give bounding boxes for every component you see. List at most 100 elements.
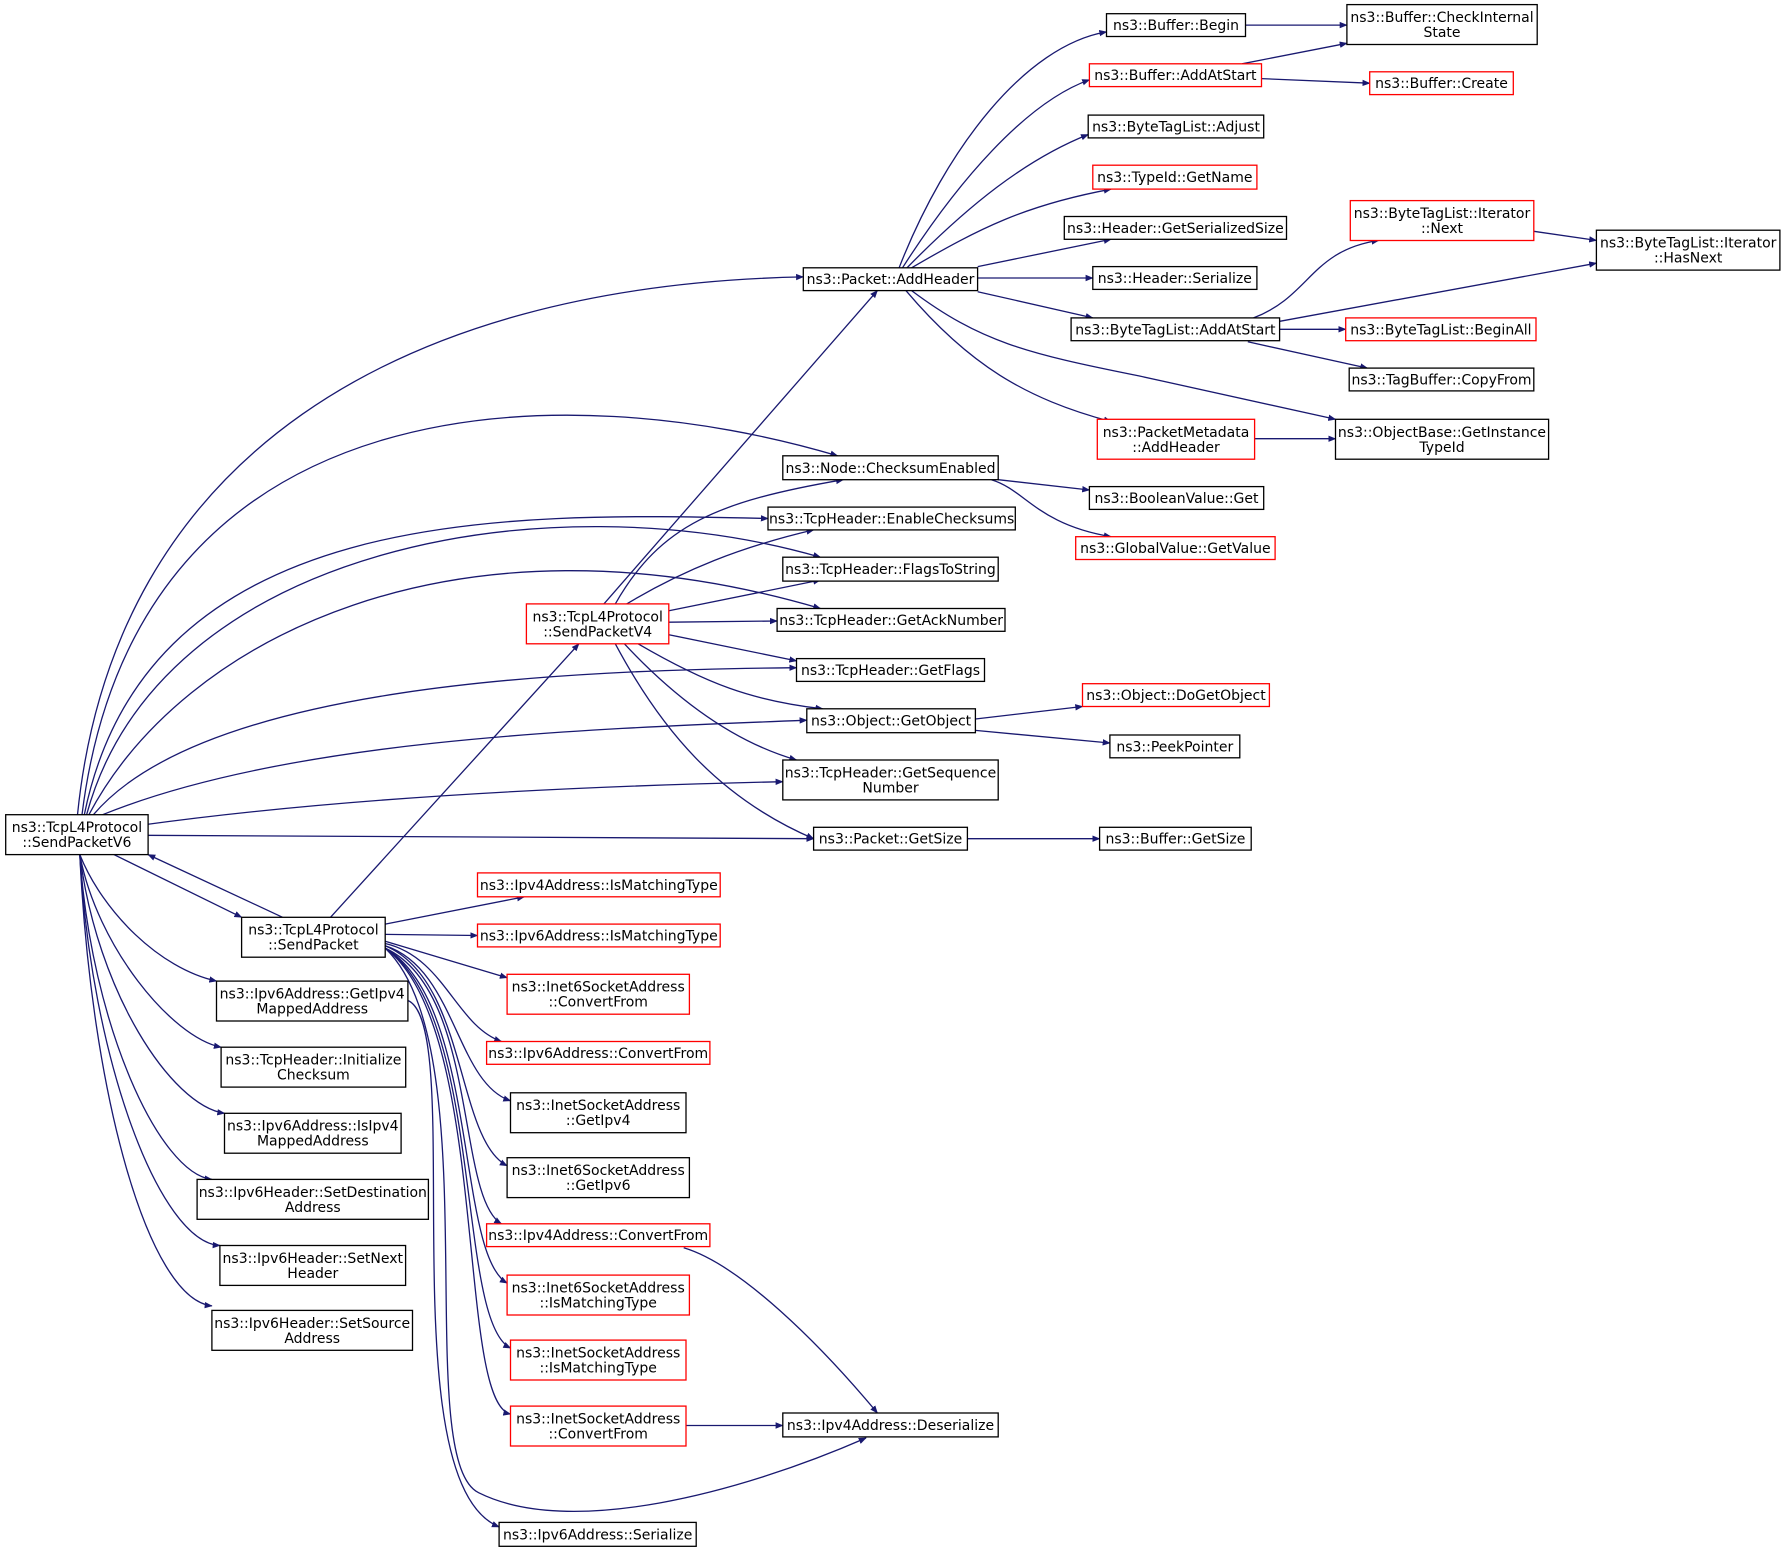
node-label: ns3::TcpL4Protocol: [248, 923, 378, 939]
node-headerGetSerSize[interactable]: ns3::Header::GetSerializedSize: [1063, 215, 1288, 240]
node-label: ns3::ByteTagList::Iterator: [1600, 236, 1777, 252]
node-inet6IsMatching[interactable]: ns3::Inet6SocketAddress::IsMatchingType: [506, 1274, 691, 1316]
node-enableChecksums[interactable]: ns3::TcpHeader::EnableChecksums: [767, 506, 1016, 531]
node-label: ns3::InetSocketAddress: [516, 1412, 680, 1428]
node-bufferCreate[interactable]: ns3::Buffer::Create: [1369, 71, 1514, 96]
edge-sendPacket-to-inetConvertFrom: [384, 947, 512, 1416]
edge-root-to-packetGetSize: [142, 834, 815, 842]
node-label: ns3::BooleanValue::Get: [1094, 491, 1259, 507]
node-label: ::SendPacketV6: [22, 835, 131, 851]
node-btlAddAtStart[interactable]: ns3::ByteTagList::AddAtStart: [1070, 317, 1281, 342]
node-label: ns3::Buffer::CheckInternal: [1350, 10, 1533, 26]
node-inetIsMatching[interactable]: ns3::InetSocketAddress::IsMatchingType: [509, 1339, 687, 1381]
node-getObject[interactable]: ns3::Object::GetObject: [806, 708, 977, 734]
node-label: ns3::TcpHeader::FlagsToString: [785, 562, 996, 578]
node-headerSerialize[interactable]: ns3::Header::Serialize: [1092, 265, 1258, 291]
edge-root-to-getSeqNumber: [142, 778, 784, 826]
node-btlAdjust[interactable]: ns3::ByteTagList::Adjust: [1087, 114, 1265, 139]
node-label: ::GetIpv4: [566, 1113, 631, 1129]
node-btlIterNext[interactable]: ns3::ByteTagList::Iterator::Next: [1349, 199, 1535, 242]
edge-sendPacket-to-ipv6IsMatching: [385, 932, 479, 939]
node-btlIterHasNext[interactable]: ns3::ByteTagList::Iterator::HasNext: [1595, 229, 1781, 271]
node-btlBeginAll[interactable]: ns3::ByteTagList::BeginAll: [1345, 317, 1537, 342]
node-box: [220, 1046, 407, 1088]
node-box: [509, 1339, 687, 1381]
node-ipv6Serialize[interactable]: ns3::Ipv6Address::Serialize: [498, 1521, 697, 1547]
edge-root-to-flagsToString: [85, 525, 822, 815]
node-label: ns3::TcpL4Protocol: [533, 609, 663, 625]
node-label: ns3::Ipv4Address::ConvertFrom: [488, 1228, 708, 1244]
edge-getObject-to-peekPointer: [975, 729, 1111, 746]
node-box: [215, 980, 409, 1022]
node-ipv4ConvertFrom[interactable]: ns3::Ipv4Address::ConvertFrom: [485, 1223, 711, 1248]
node-inet6GetIpv6[interactable]: ns3::Inet6SocketAddress::GetIpv6: [506, 1157, 691, 1199]
edge-addHeader-to-btlAdjust: [906, 133, 1089, 269]
node-label: ns3::Packet::GetSize: [819, 832, 962, 848]
node-sendPacketV4[interactable]: ns3::TcpL4Protocol::SendPacketV4: [525, 603, 670, 645]
edge-sendPacketV4-to-enableChecksums: [626, 528, 815, 605]
node-label: ::ConvertFrom: [548, 1427, 647, 1443]
node-getFlags[interactable]: ns3::TcpHeader::GetFlags: [795, 657, 986, 683]
node-ipv4IsMatching[interactable]: ns3::Ipv4Address::IsMatchingType: [476, 872, 721, 898]
node-addHeader[interactable]: ns3::Packet::AddHeader: [802, 267, 979, 292]
node-label: ::IsMatchingType: [540, 1296, 657, 1312]
node-bufferAddAtStart[interactable]: ns3::Buffer::AddAtStart: [1088, 63, 1263, 88]
edge-root-to-initChecksum: [79, 854, 222, 1049]
node-tagBufferCopyFrom[interactable]: ns3::TagBuffer::CopyFrom: [1348, 367, 1535, 392]
node-box: [506, 973, 691, 1015]
node-ipv6ConvertFrom[interactable]: ns3::Ipv6Address::ConvertFrom: [485, 1040, 711, 1065]
edge-root-to-getAckNumber: [88, 570, 822, 816]
node-bufferGetSize[interactable]: ns3::Buffer::GetSize: [1098, 826, 1252, 851]
node-globalValueGetValue[interactable]: ns3::GlobalValue::GetValue: [1075, 536, 1276, 561]
node-label: MappedAddress: [257, 1134, 369, 1150]
node-inetConvertFrom[interactable]: ns3::InetSocketAddress::ConvertFrom: [509, 1405, 687, 1447]
node-getAckNumber[interactable]: ns3::TcpHeader::GetAckNumber: [776, 607, 1006, 632]
node-typeIdGetName[interactable]: ns3::TypeId::GetName: [1092, 164, 1258, 190]
edge-root-to-getObject: [102, 717, 808, 816]
node-root[interactable]: ns3::TcpL4Protocol::SendPacketV6: [5, 814, 149, 856]
node-box: [1105, 13, 1247, 38]
node-label: ns3::TypeId::GetName: [1097, 170, 1252, 186]
node-peekPointer[interactable]: ns3::PeekPointer: [1109, 734, 1241, 759]
node-box: [525, 603, 670, 645]
node-label: ns3::Buffer::AddAtStart: [1094, 68, 1257, 84]
node-inetGetIpv4[interactable]: ns3::InetSocketAddress::GetIpv4: [509, 1092, 687, 1134]
node-sendPacket[interactable]: ns3::TcpL4Protocol::SendPacket: [240, 916, 386, 958]
edge-sendPacket-to-inetIsMatching: [384, 947, 512, 1349]
node-boolValueGet[interactable]: ns3::BooleanValue::Get: [1088, 485, 1265, 511]
node-label: ns3::PacketMetadata: [1103, 425, 1250, 441]
edge-sendPacketV4-to-getSeqNumber: [623, 643, 798, 762]
node-label: ns3::ByteTagList::Iterator: [1354, 206, 1531, 222]
node-packetGetSize[interactable]: ns3::Packet::GetSize: [812, 826, 969, 851]
node-pmAddHeader[interactable]: ns3::PacketMetadata::AddHeader: [1096, 418, 1256, 460]
edge-btlAddAtStart-to-btlIterNext: [1253, 238, 1380, 319]
node-bufferBegin[interactable]: ns3::Buffer::Begin: [1105, 13, 1247, 38]
node-inet6ConvertFrom[interactable]: ns3::Inet6SocketAddress::ConvertFrom: [506, 973, 691, 1015]
edge-root-to-setNext: [79, 854, 221, 1249]
edge-sendPacket-to-ipv4ConvertFrom: [384, 947, 503, 1225]
edge-bufferAddAtStart-to-bufferCreate: [1261, 77, 1371, 87]
node-flagsToString[interactable]: ns3::TcpHeader::FlagsToString: [782, 556, 999, 582]
node-box: [1081, 683, 1271, 708]
node-box: [1070, 317, 1281, 342]
edge-checksumEnabled-to-globalValueGetValue: [991, 479, 1112, 539]
edge-sendPacket-to-inet6ConvertFrom: [385, 940, 508, 979]
node-ipv4Deserialize[interactable]: ns3::Ipv4Address::Deserialize: [782, 1412, 999, 1438]
node-objDoGetObject[interactable]: ns3::Object::DoGetObject: [1081, 683, 1271, 708]
node-box: [1109, 734, 1241, 759]
node-checksumEnabled[interactable]: ns3::Node::ChecksumEnabled: [782, 455, 999, 481]
node-box: [776, 607, 1006, 632]
node-label: ns3::Header::Serialize: [1098, 271, 1252, 287]
node-label: ns3::Object::DoGetObject: [1086, 688, 1266, 704]
node-ipv6IsMatching[interactable]: ns3::Ipv6Address::IsMatchingType: [476, 923, 721, 948]
node-label: ::AddHeader: [1132, 440, 1220, 456]
